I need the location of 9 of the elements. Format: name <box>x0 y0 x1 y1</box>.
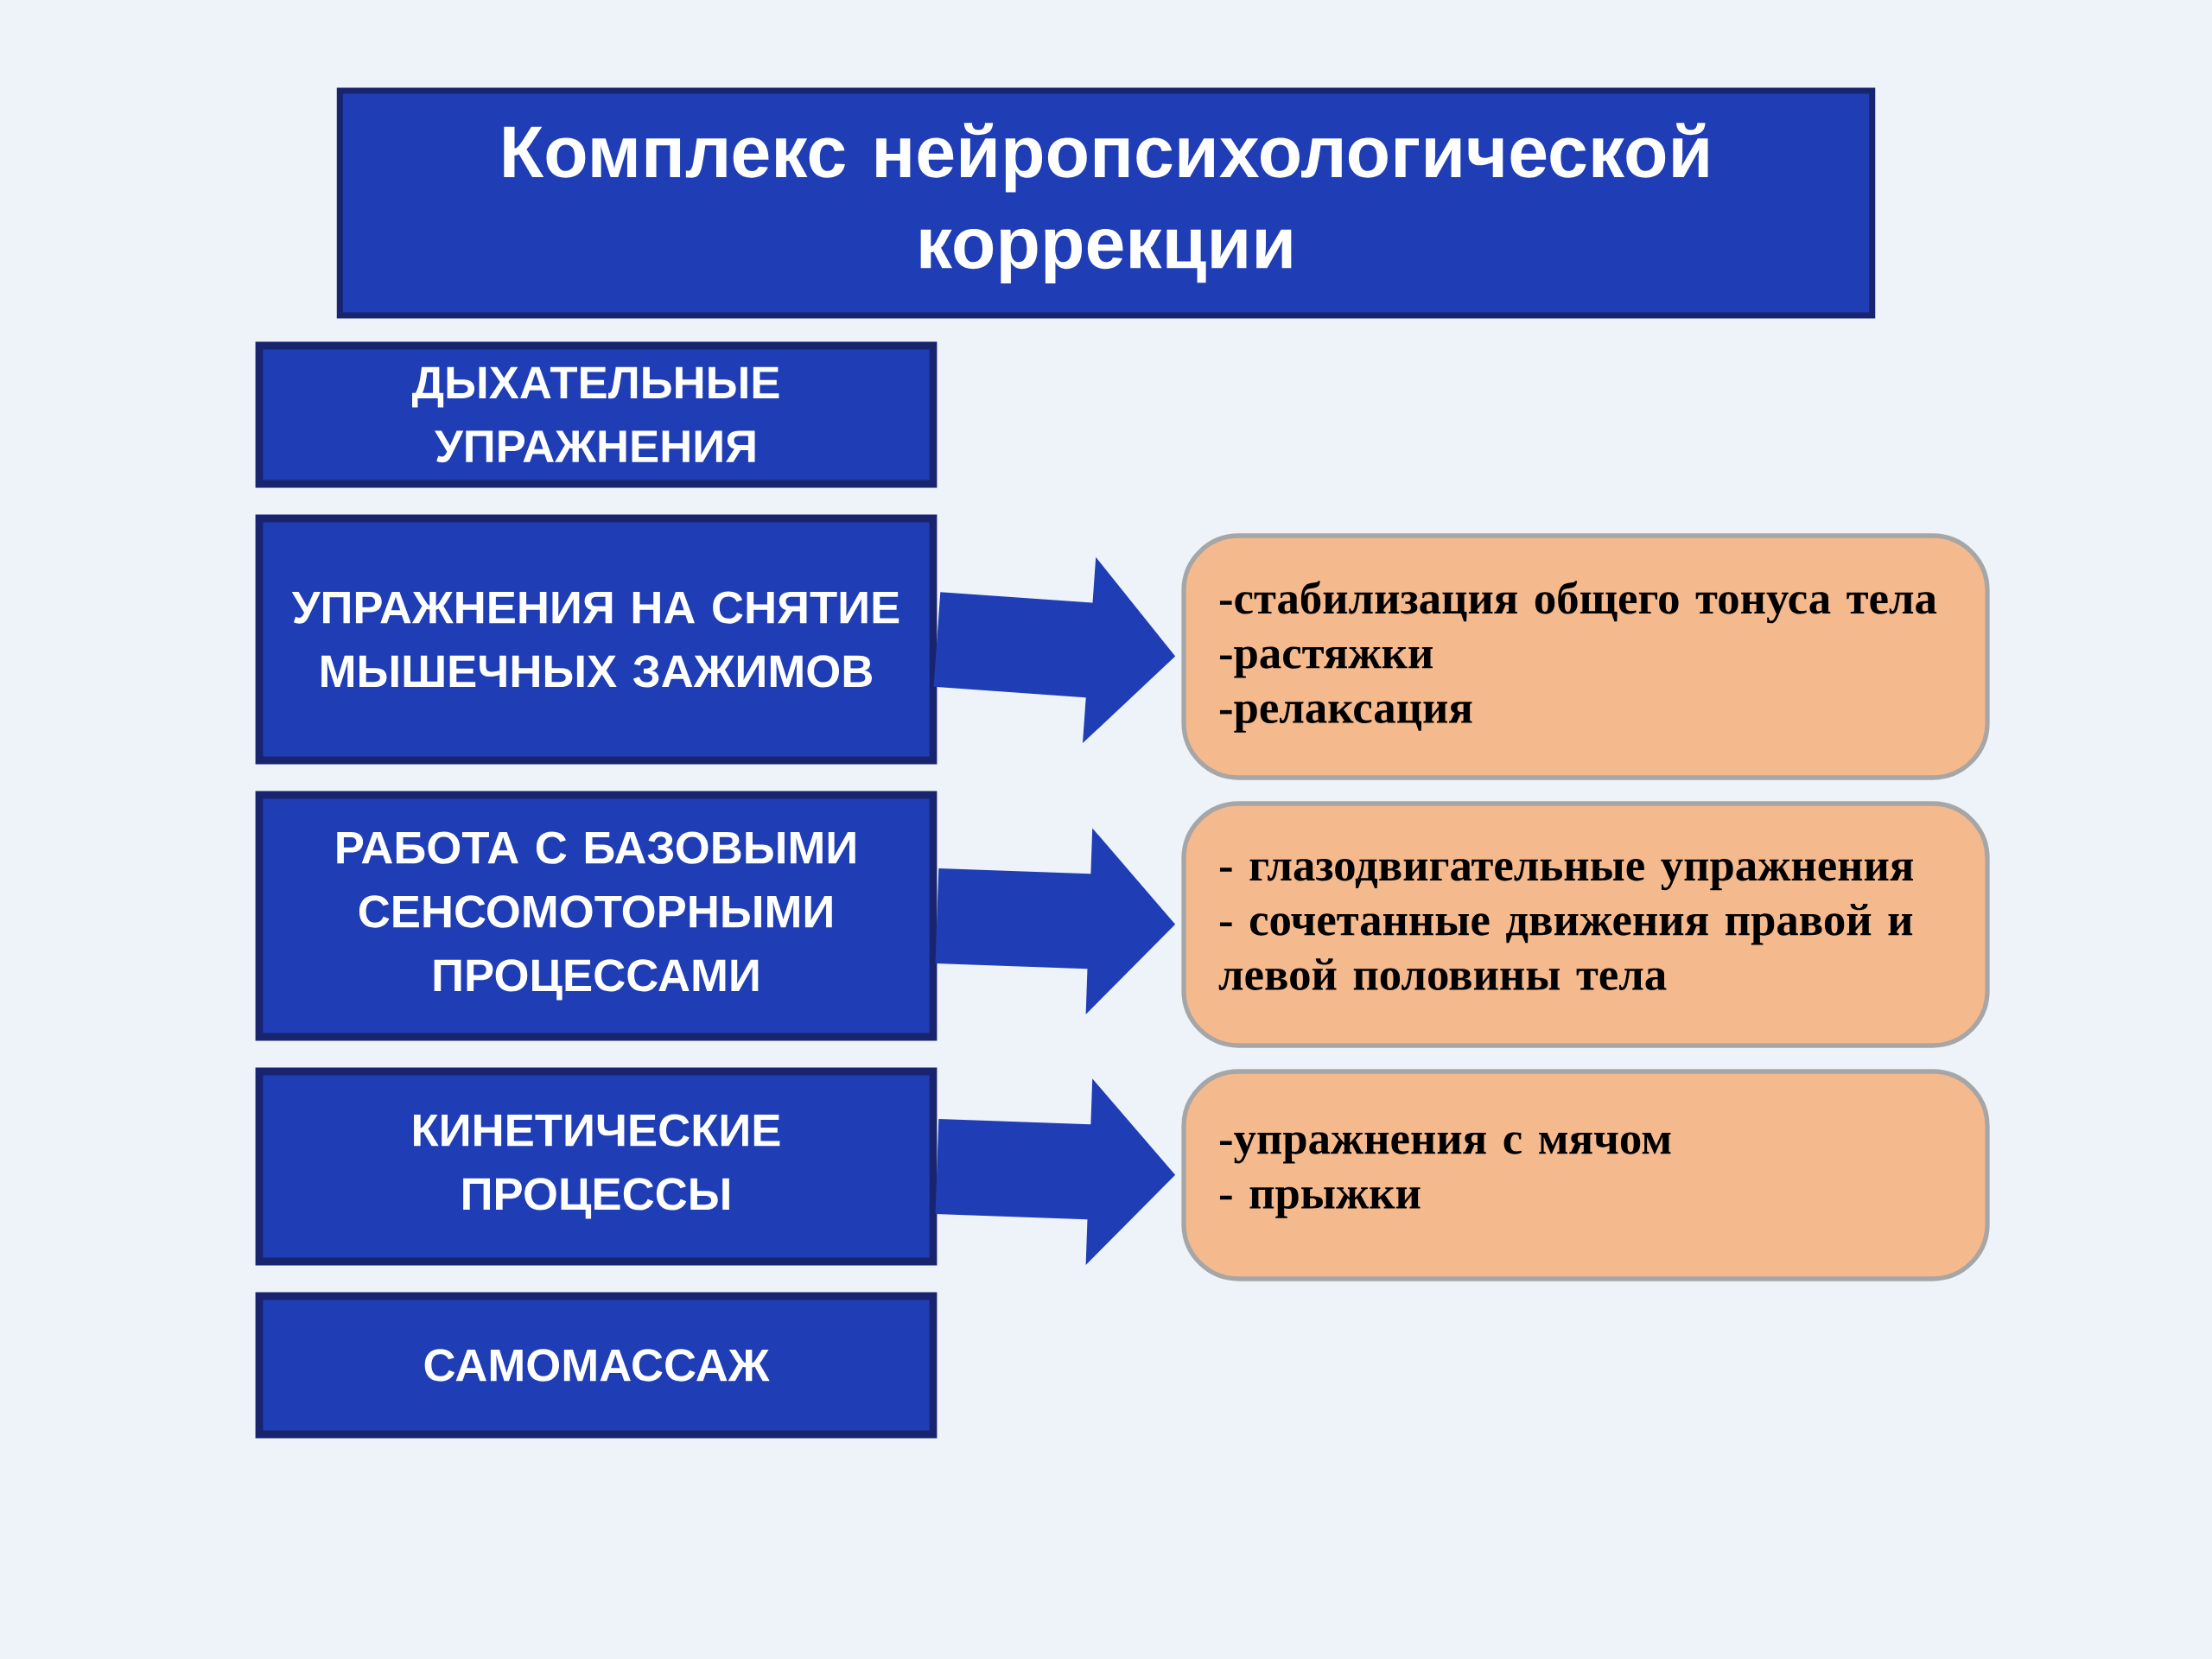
category-box: РАБОТА С БАЗОВЫМИ СЕНСОМОТОРНЫМИ ПРОЦЕССАМИ <box>255 791 938 1041</box>
description-box: - глазодвигательные упражнения - сочетанные движения правой и левой половины тела <box>1181 801 1990 1048</box>
category-box: КИНЕТИЧЕСКИЕ ПРОЦЕССЫ <box>255 1067 938 1266</box>
description-box: -стабилизация общего тонуса тела -растяжки -релаксация <box>1181 533 1990 780</box>
title-banner: Комплекс нейропсихологической коррекции <box>336 87 1876 319</box>
category-box: САМОМАССАЖ <box>255 1292 938 1439</box>
category-box: УПРАЖНЕНИЯ НА СНЯТИЕ МЫШЕЧНЫХ ЗАЖИМОВ <box>255 514 938 765</box>
category-box: ДЫХАТЕЛЬНЫЕ УПРАЖНЕНИЯ <box>255 341 938 488</box>
description-box: -упражнения с мячом - прыжки <box>1181 1069 1990 1281</box>
